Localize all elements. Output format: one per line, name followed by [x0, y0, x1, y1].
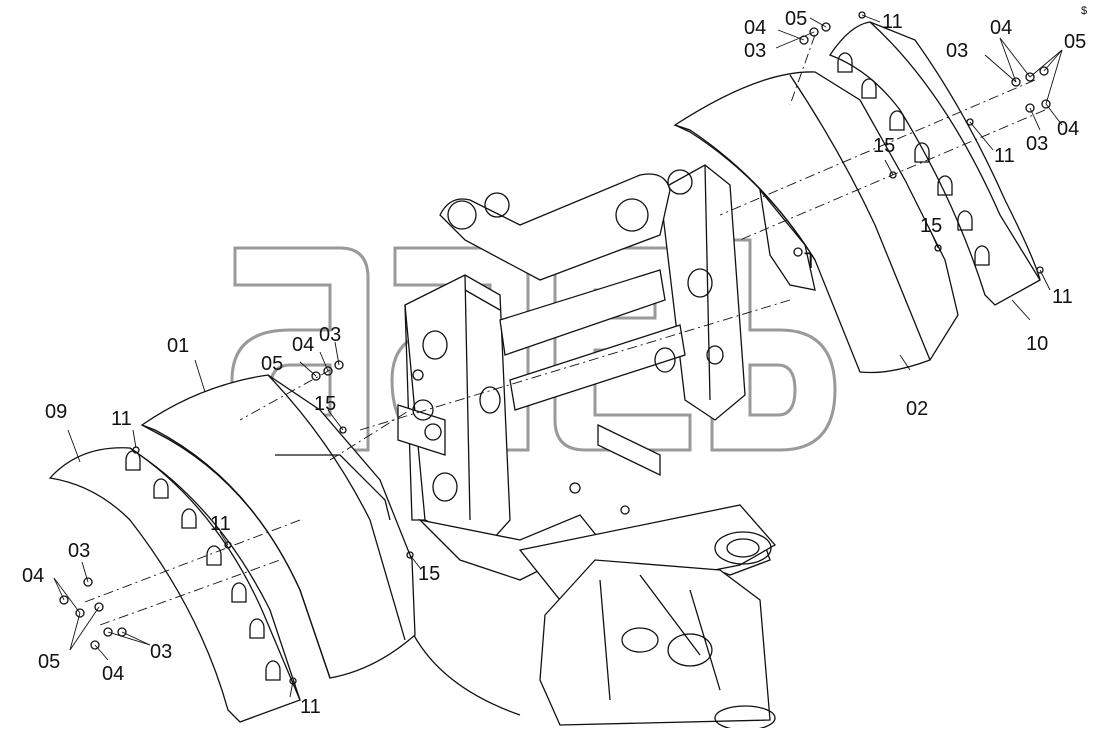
label-04: 04	[990, 17, 1012, 39]
label-03: 03	[946, 40, 968, 62]
label-02: 02	[906, 398, 928, 420]
label-11: 11	[111, 408, 132, 430]
machine-frame	[397, 164, 777, 731]
left-plate-slots	[125, 450, 281, 681]
label-04: 04	[1057, 118, 1079, 140]
label-15: 15	[873, 135, 895, 157]
left-counterweight-01	[140, 374, 416, 679]
label-05: 05	[1064, 31, 1086, 53]
label-10: 10	[1026, 333, 1048, 355]
label-04: 04	[102, 663, 124, 685]
label-15: 15	[314, 393, 336, 415]
label-04: 04	[744, 17, 766, 39]
label-03: 03	[744, 40, 766, 62]
label-11: 11	[882, 11, 903, 33]
label-03: 03	[1026, 133, 1048, 155]
label-03: 03	[319, 324, 341, 346]
label-15: 15	[920, 215, 942, 237]
label-04: 04	[22, 565, 44, 587]
right-plate-slots	[837, 52, 990, 266]
label-11: 11	[1052, 286, 1073, 308]
label-11: 11	[210, 513, 231, 535]
label-15: 15	[418, 563, 440, 585]
leader-lines	[53, 14, 1063, 698]
label-05: 05	[38, 651, 60, 673]
label-09: 09	[45, 401, 67, 423]
label-11: 11	[994, 145, 1015, 167]
right-counterweight-02	[673, 71, 959, 374]
label-03: 03	[150, 641, 172, 663]
left-end-plate-09	[48, 447, 301, 723]
label-05: 05	[261, 353, 283, 375]
fastener-hardware	[59, 11, 1051, 685]
right-end-plate-10	[829, 21, 1041, 306]
corner-mark: $	[1081, 5, 1087, 17]
label-01: 01	[167, 335, 189, 357]
label-05: 05	[785, 8, 807, 30]
callout-labels: 01 02 09 10 11 11 11 11 11 11 15 15 15 1…	[22, 5, 1087, 718]
label-11: 11	[300, 696, 321, 718]
label-04: 04	[292, 334, 314, 356]
label-03: 03	[68, 540, 90, 562]
